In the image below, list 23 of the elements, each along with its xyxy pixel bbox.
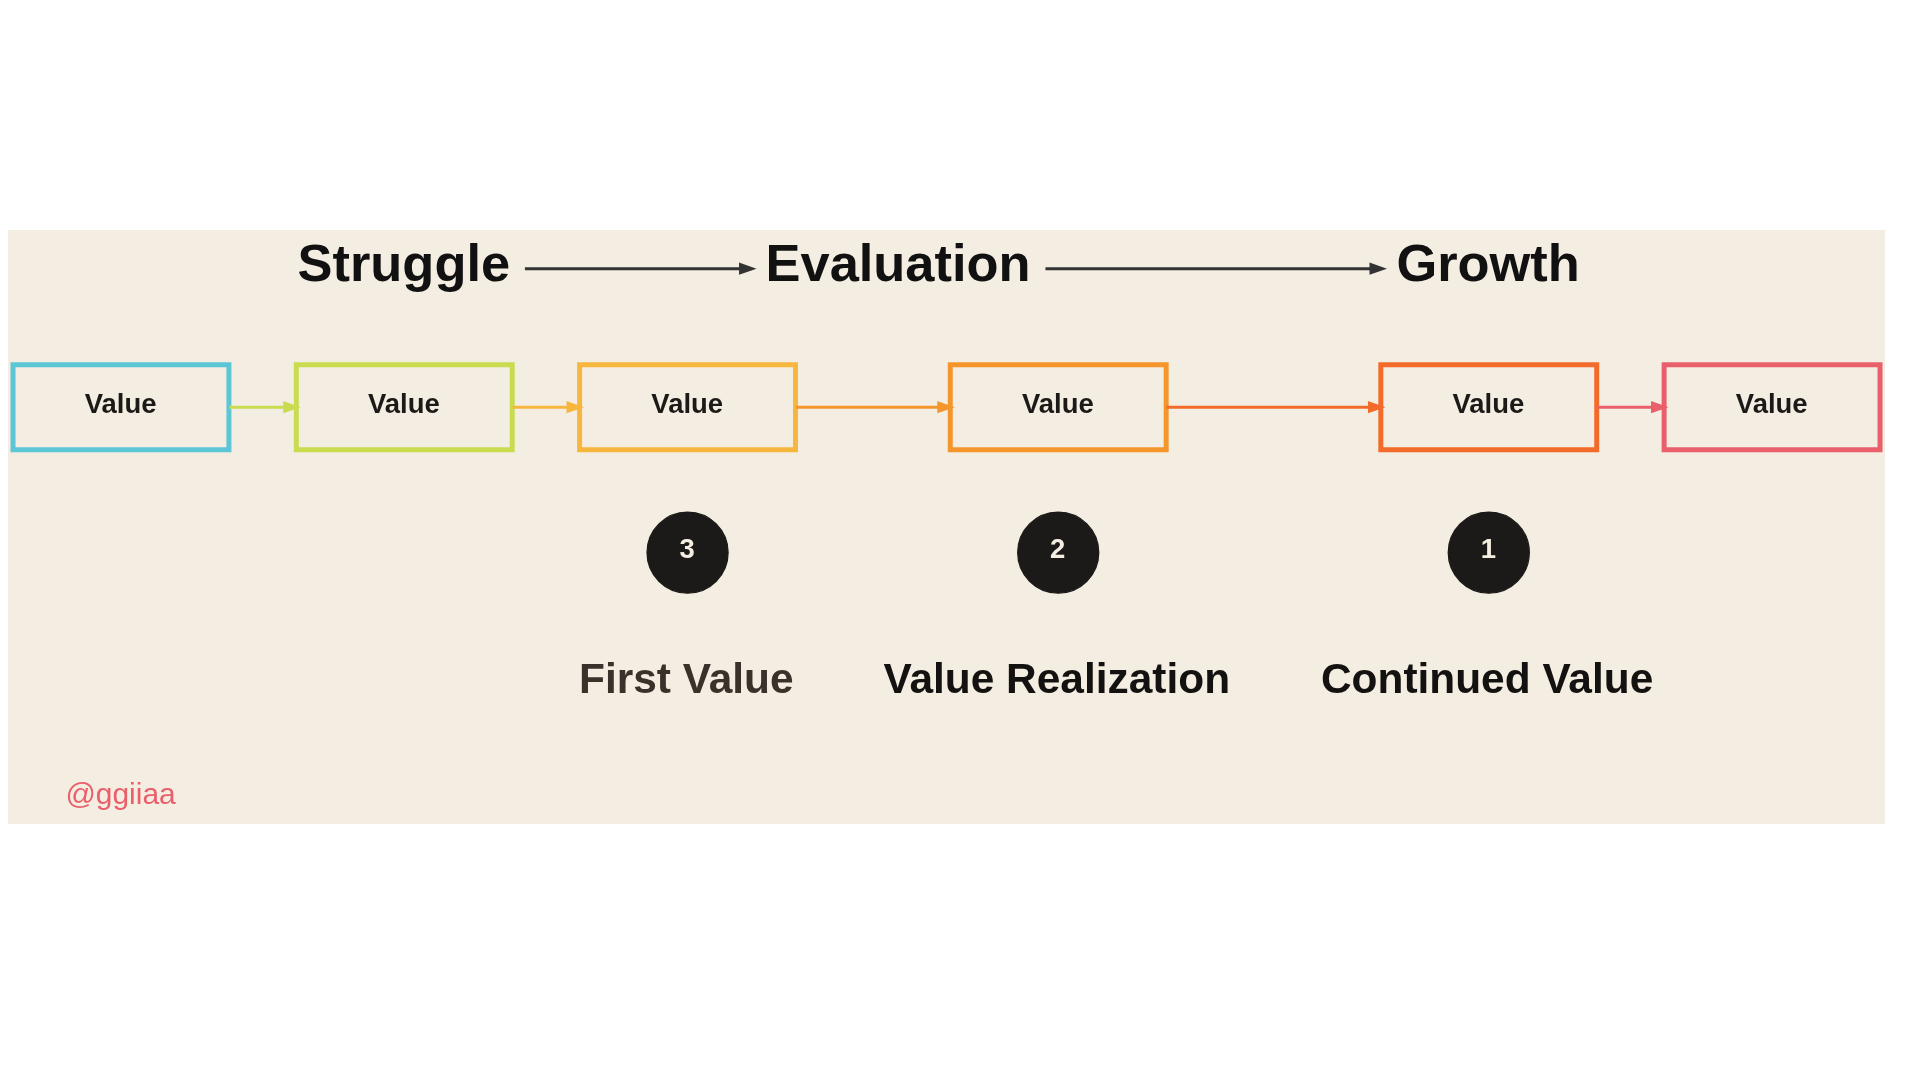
- node-label: First Value: [578, 654, 794, 702]
- arrow: [1166, 400, 1386, 413]
- node-text: Struggle: [297, 233, 511, 292]
- arrow: [795, 400, 955, 413]
- node-box: Value: [577, 361, 798, 452]
- arrow: [229, 400, 301, 413]
- node-label: Continued Value: [1320, 654, 1654, 702]
- node-circle: 3: [646, 510, 729, 594]
- node-label: Value Realization: [883, 654, 1231, 702]
- node-text: Evaluation: [765, 233, 1031, 292]
- node-circle: 1: [1447, 510, 1530, 594]
- node-box: Value: [293, 361, 515, 452]
- arrow: [1045, 262, 1387, 275]
- node-box: Value: [1661, 361, 1883, 452]
- node-box: Value: [947, 361, 1169, 452]
- node-circle: 2: [1017, 510, 1100, 594]
- arrow: [524, 262, 757, 275]
- label: @ggiiaa: [65, 776, 176, 810]
- node-box: Value: [10, 361, 232, 452]
- node-box: Value: [1378, 361, 1600, 452]
- node-text: Growth: [1396, 233, 1580, 292]
- arrow: [1597, 400, 1669, 413]
- arrow: [512, 400, 585, 413]
